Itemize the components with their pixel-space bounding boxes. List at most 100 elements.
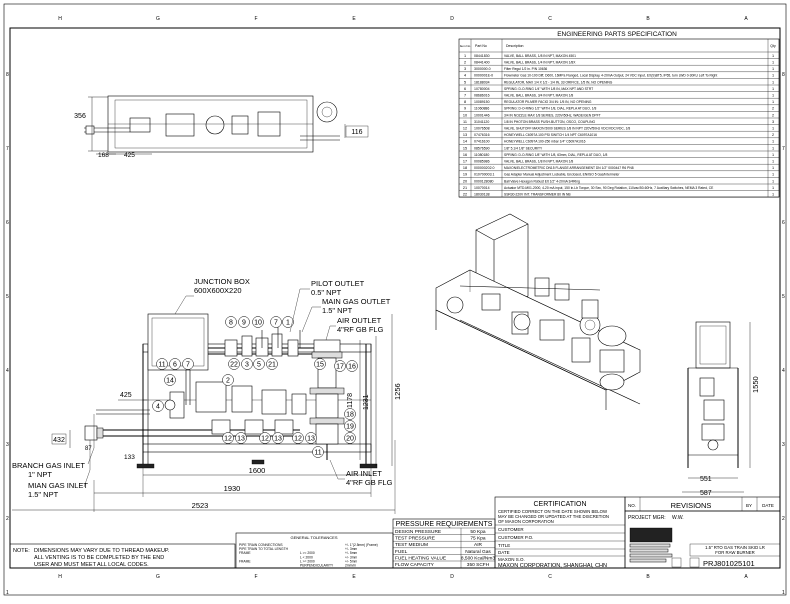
air-inlet-label: AIR INLET <box>346 469 382 478</box>
cert-customer: CUSTOMER <box>498 527 524 532</box>
part-balloon <box>259 432 271 444</box>
parts-row-desc: VALVE, BALL BRASS, 1/4 IN NPT, MAXON 1/8… <box>504 61 576 65</box>
parts-row-qty: 1 <box>772 94 774 98</box>
part-balloon-number: 12 <box>224 436 232 443</box>
main-gas-outlet-label: MAIN GAS OUTLET <box>322 297 391 306</box>
border-row-label: 1 <box>6 590 9 596</box>
part-balloon-number: 1 <box>286 320 290 327</box>
parts-row-part: 18188034 <box>474 80 490 84</box>
parts-row-no: 1 <box>464 54 466 58</box>
parts-row-qty: 2 <box>772 107 774 111</box>
part-balloon <box>253 358 265 370</box>
parts-row-part: 10780004 <box>474 87 490 91</box>
tolerance-label: PIPE TRAIN TO TOTAL LENGTH <box>239 547 289 551</box>
tolerance-value: +/- 1"(2.5mm) (Frame) <box>345 543 378 547</box>
certification-block: CERTIFICATION CERTIFIED CORRECT ON THE D… <box>494 496 626 569</box>
pilot-outlet-label: PILOT OUTLET <box>311 279 365 288</box>
part-balloon-number: 3 <box>245 362 249 369</box>
part-balloon <box>334 360 346 372</box>
parts-row-qty: 1 <box>772 54 774 58</box>
part-balloon <box>312 446 324 458</box>
parts-row-qty: 1 <box>772 186 774 190</box>
parts-row-desc: Gas Adapter Manual Adjustment Lockable, … <box>504 173 620 177</box>
cert-customer-po: CUSTOMER P.O. <box>498 535 533 540</box>
pressure-title: PRESSURE REQUIREMENTS <box>396 521 493 528</box>
parts-header-part-no: Part No <box>475 44 487 48</box>
part-balloon-number: 12 <box>294 436 302 443</box>
border-row-label: 5 <box>782 294 785 300</box>
part-balloon <box>344 420 356 432</box>
parts-header-description: Description <box>506 44 524 48</box>
parts-row-qty: 1 <box>772 193 774 197</box>
parts-row-part: 31041120 <box>474 120 489 124</box>
parts-row-desc: VALVE, BALL BRASS, 1/8 IN NPT, MAXON 1/8 <box>504 160 573 164</box>
parts-row-no: 15 <box>463 146 467 150</box>
tolerance-label: FRAME <box>239 559 251 563</box>
parts-row-no: 2 <box>464 61 466 65</box>
part-balloon <box>241 358 253 370</box>
parts-row-desc: VALVE, BALL BRASS, 3/4 IN NPT, MAXON 1/8 <box>504 94 573 98</box>
border-row-label: 7 <box>6 146 9 152</box>
cert-text-3: OF MAXON CORPORATION <box>498 519 554 524</box>
parts-row-qty: 1 <box>772 173 774 177</box>
border-row-label: 3 <box>6 442 9 448</box>
parts-row-desc: HONEYWELL C6097A 100-250 mbar 1/4" C6097… <box>504 140 586 144</box>
parts-row-part: 10076508 <box>474 127 490 131</box>
pressure-row-value: 75 Kpa <box>470 536 486 542</box>
border-row-label: 6 <box>6 220 9 226</box>
parts-row-qty: 1 <box>772 166 774 170</box>
parts-row-no: 20 <box>463 179 467 183</box>
part-balloon-number: 4 <box>156 404 160 411</box>
dim-87: 87 <box>85 446 92 452</box>
parts-row-qty: 2 <box>772 113 774 117</box>
rev-col-date: DATE <box>762 503 774 508</box>
parts-row-part: 10089150 <box>474 100 490 104</box>
border-row-label: 7 <box>782 146 785 152</box>
cert-text-2: MAY BE CHANGED OR UPDATED AT THE DISCRET… <box>498 514 609 519</box>
parts-row-qty: 1 <box>772 140 774 144</box>
border-row-label: 5 <box>6 294 9 300</box>
part-balloon <box>272 432 284 444</box>
part-balloon <box>346 360 358 372</box>
parts-row-no: 14 <box>463 140 467 144</box>
part-balloon-number: 13 <box>237 436 245 443</box>
border-row-label: 8 <box>6 72 9 78</box>
parts-row-qty: 1 <box>772 179 774 183</box>
part-balloon <box>282 316 294 328</box>
branch-gas-inlet-size: 1" NPT <box>28 470 52 479</box>
part-balloon-number: 12 <box>261 436 269 443</box>
parts-row-part: 11080180 <box>474 153 489 157</box>
side-dim-height: 1550 <box>751 376 760 393</box>
part-balloon <box>344 432 356 444</box>
junction-box-label: JUNCTION BOX <box>194 277 250 286</box>
part-balloon <box>225 316 237 328</box>
border-col-label: D <box>450 16 454 22</box>
parts-row-part: 07416100 <box>474 140 490 144</box>
parts-row-qty: 1 <box>772 61 774 65</box>
top-dim-length: 425 <box>124 152 135 159</box>
border-col-label: E <box>352 16 356 22</box>
part-balloon <box>344 408 356 420</box>
part-balloon-number: 21 <box>268 362 276 369</box>
part-balloon <box>238 316 250 328</box>
parts-row-desc: REGULATOR PILMER FACIO 3/4 IN: 1/5 IN, N… <box>504 100 592 104</box>
part-balloon <box>292 432 304 444</box>
parts-row-part: 08441830 <box>474 54 490 58</box>
parts-row-no: 10 <box>463 113 467 117</box>
parts-row-part: 08576590 <box>474 146 490 150</box>
branch-gas-inlet-label: BRANCH GAS INLET <box>12 461 85 470</box>
part-balloon <box>164 374 176 386</box>
part-balloon-number: 6 <box>173 362 177 369</box>
parts-table-title: ENGINEERING PARTS SPECIFICATION <box>557 31 677 38</box>
part-balloon-number: 13 <box>307 436 315 443</box>
dim-2523: 2523 <box>192 501 209 510</box>
parts-row-no: 7 <box>464 94 466 98</box>
project-mgr-label: PROJECT MGR: <box>628 515 666 521</box>
part-balloon <box>222 432 234 444</box>
note-label: NOTE: <box>13 548 30 554</box>
parts-row-no: 18 <box>463 166 467 170</box>
border-row-label: 8 <box>782 72 785 78</box>
